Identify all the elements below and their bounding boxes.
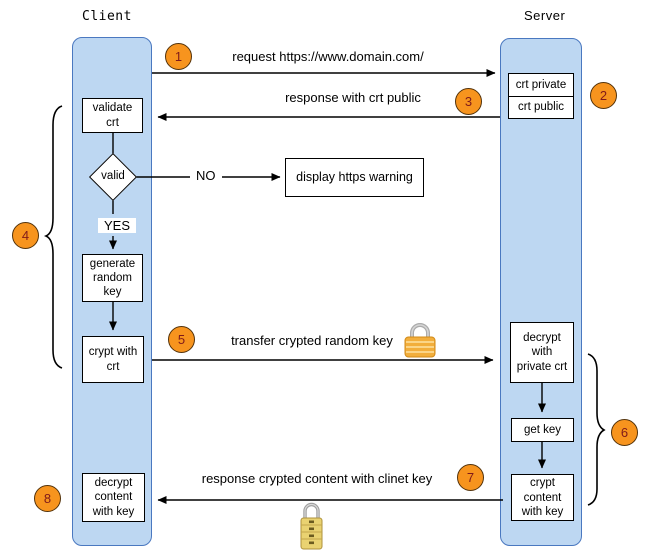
node-display-https-warning: display https warning <box>285 158 424 197</box>
step-circle-2: 2 <box>590 82 617 109</box>
server-steps-brace <box>587 353 606 506</box>
node-crypt-with-crt: crypt with crt <box>82 336 144 383</box>
client-lane-title: Client <box>82 9 132 24</box>
server-lane-title: Server <box>524 8 566 23</box>
node-generate-random-key: generate random key <box>82 254 143 302</box>
node-crt-private: crt private <box>515 78 567 91</box>
node-crt-pair: crt private crt public <box>508 73 574 119</box>
node-decrypt-with-private-crt: decrypt with private crt <box>510 322 574 383</box>
step-circle-8: 8 <box>34 485 61 512</box>
node-decrypt-content-with-key: decrypt content with key <box>82 473 145 522</box>
message-request: request https://www.domain.com/ <box>232 49 424 64</box>
combination-lock-icon <box>300 502 323 550</box>
node-crt-public: crt public <box>509 95 573 119</box>
node-get-key: get key <box>511 418 574 442</box>
no-branch-label: NO <box>190 168 222 183</box>
message-transfer-key: transfer crypted random key <box>231 333 393 348</box>
step-circle-7: 7 <box>457 464 484 491</box>
message-response-public: response with crt public <box>285 90 421 105</box>
node-crypt-content-with-key: crypt content with key <box>511 474 574 521</box>
step-circle-1: 1 <box>165 43 192 70</box>
step-circle-4: 4 <box>12 222 39 249</box>
node-validate-crt: validate crt <box>82 98 143 133</box>
yes-branch-label: YES <box>98 218 137 233</box>
step-circle-3: 3 <box>455 88 482 115</box>
message-response-content: response crypted content with clinet key <box>201 471 433 486</box>
decision-valid-label: valid <box>101 170 125 182</box>
step-circle-6: 6 <box>611 419 638 446</box>
step-circle-5: 5 <box>168 326 195 353</box>
client-steps-brace <box>43 105 63 369</box>
